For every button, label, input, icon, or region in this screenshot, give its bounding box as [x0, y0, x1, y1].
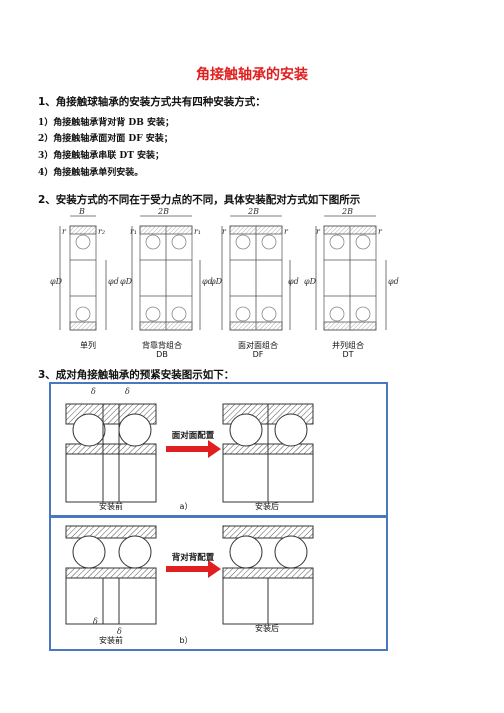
inner-diameter-label: φd — [202, 277, 213, 286]
before-label: 安装前 — [99, 502, 123, 511]
section2-heading: 2、安装方式的不同在于受力点的不同，具体安装配对方式如下图所示 — [38, 194, 361, 206]
dt-bearing-drawing — [315, 215, 387, 331]
df-bearing-drawing — [221, 215, 291, 331]
dim-2b-label: 2B — [157, 207, 169, 216]
delta-label: δ — [91, 387, 96, 396]
inner-diameter-label: φd — [108, 277, 119, 286]
r1-label: r₁ — [194, 227, 201, 236]
caption-df: 面对面组合 DF — [238, 341, 278, 359]
r-label: r — [62, 227, 67, 236]
face-to-face-arrow-label: 面对面配置 — [171, 431, 215, 441]
before-label: 安装前 — [99, 636, 123, 645]
outer-diameter-label: φD — [304, 277, 317, 286]
outer-diameter-label: φD — [210, 277, 223, 286]
after-label: 安装后 — [255, 502, 279, 511]
bearing-arrangement-figure: B 2B 2B 2B r r₂ r₁ r₁ r r r r φD φd φD φ… — [50, 207, 399, 331]
r-label: r — [284, 227, 289, 236]
r1-label: r₁ — [130, 227, 137, 236]
caption-db: 背靠背组合 DB — [142, 341, 182, 359]
section3-heading: 3、成对角接触轴承的预紧安装图示如下： — [38, 369, 235, 381]
page-title: 角接触轴承的安装 — [196, 67, 308, 83]
r-label: r — [222, 227, 227, 236]
preload-panel-b: δ δ 背对背配置 安装前 b） 安装后 — [49, 516, 388, 651]
r-label: r — [378, 227, 383, 236]
list-item: 4）角接触轴承单列安装。 — [38, 168, 144, 178]
back-to-back-drawing: δ δ — [65, 525, 314, 636]
r2-label: r₂ — [98, 227, 105, 236]
db-bearing-drawing — [131, 215, 201, 331]
delta-label: δ — [125, 387, 130, 396]
single-bearing-drawing — [59, 215, 107, 331]
section1-heading: 1、角接触球轴承的安装方式共有四种安装方式： — [38, 96, 266, 108]
list-item: 3）角接触轴承串联 DT 安装； — [38, 151, 165, 161]
delta-label: δ — [93, 617, 98, 626]
dim-2b-label: 2B — [341, 207, 353, 216]
figure-tag-a: a） — [179, 502, 193, 511]
r-label: r — [316, 227, 321, 236]
face-to-face-drawing: δ δ — [65, 387, 314, 503]
back-to-back-arrow-label: 背对背配置 — [171, 553, 215, 563]
delta-label: δ — [117, 627, 122, 636]
caption-single: 单列 — [80, 341, 96, 350]
inner-diameter-label: φd — [288, 277, 299, 286]
dim-2b-label: 2B — [247, 207, 259, 216]
list-item: 2）角接触轴承面对面 DF 安装； — [38, 134, 173, 144]
list-item: 1）角接触轴承背对背 DB 安装； — [38, 118, 174, 128]
figure-tag-b: b） — [179, 636, 193, 645]
caption-dt: 并列组合 DT — [332, 341, 364, 359]
inner-diameter-label: φd — [388, 277, 399, 286]
outer-diameter-label: φD — [120, 277, 133, 286]
dim-b-label: B — [78, 207, 85, 216]
preload-panel-a: δ δ 面对面配置 安装前 a） 安装后 — [49, 382, 388, 517]
after-label: 安装后 — [255, 624, 279, 633]
outer-diameter-label: φD — [50, 277, 63, 286]
